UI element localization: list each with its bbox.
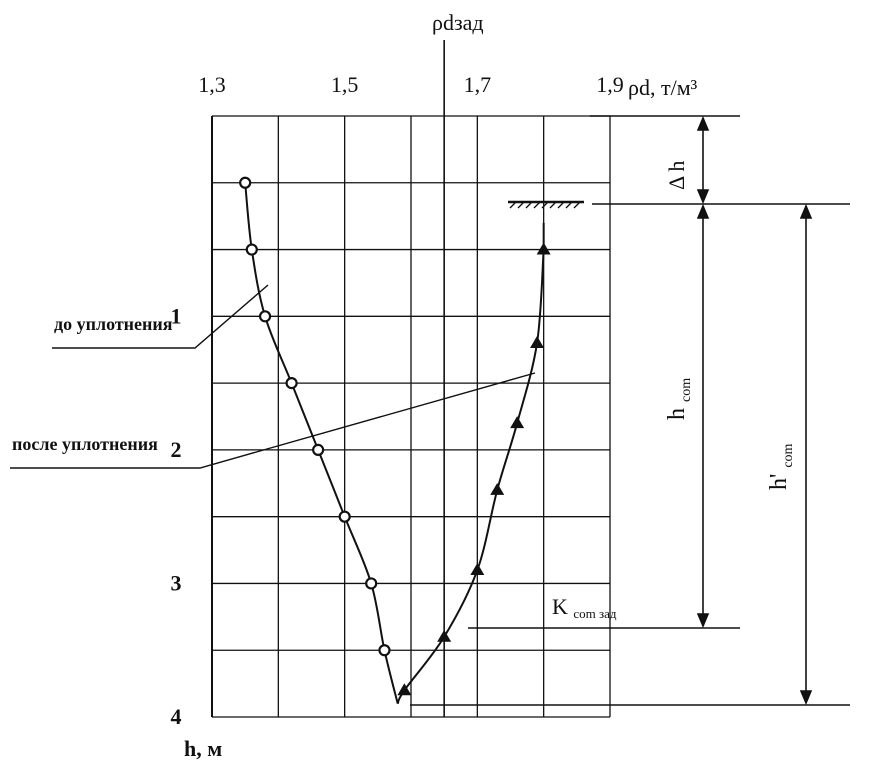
series-label-after: после уплотнения bbox=[12, 434, 158, 454]
point-before bbox=[258, 310, 272, 323]
x-tick-label: 1,3 bbox=[198, 72, 226, 97]
y-tick-labels: 1 2 3 4 bbox=[171, 303, 182, 729]
grid bbox=[211, 115, 611, 718]
level-lines bbox=[410, 115, 850, 706]
series-line-after-compaction bbox=[396, 222, 545, 705]
x-axis-label: ρd, т/м³ bbox=[628, 75, 698, 100]
x-tick-label: 1,7 bbox=[464, 72, 492, 97]
point-before bbox=[365, 577, 378, 590]
svg-text:h com: h com bbox=[664, 378, 694, 420]
k-com-sub: com зад bbox=[573, 606, 617, 621]
y-tick-label: 3 bbox=[171, 570, 182, 595]
point-after bbox=[510, 416, 525, 429]
point-after bbox=[490, 482, 505, 495]
y-tick-label: 4 bbox=[171, 704, 182, 729]
point-before bbox=[245, 243, 258, 256]
h-com-sub: com bbox=[679, 378, 694, 402]
point-after bbox=[437, 629, 452, 642]
h-prime-com-main: h' bbox=[766, 474, 792, 490]
k-com-main: K bbox=[552, 594, 568, 619]
x-tick-label: 1,5 bbox=[331, 72, 359, 97]
x-tick-label: 1,9 bbox=[596, 72, 624, 97]
k-com-label: K com зад bbox=[552, 594, 617, 621]
point-before bbox=[312, 443, 325, 456]
point-after bbox=[536, 242, 551, 255]
point-before bbox=[378, 644, 391, 657]
y-tick-label: 1 bbox=[171, 303, 182, 328]
series-label-leaders bbox=[10, 284, 536, 469]
point-after bbox=[470, 563, 485, 575]
h-com-main: h bbox=[664, 408, 690, 420]
x-tick-labels: 1,3 1,5 1,7 1,9 bbox=[198, 72, 624, 97]
h-prime-com-sub: com bbox=[781, 443, 796, 467]
h-com-label: h com bbox=[664, 378, 694, 420]
reference-density-label: ρdзад bbox=[432, 10, 484, 35]
series-line-before-compaction bbox=[244, 182, 399, 704]
markers-before-compaction bbox=[239, 176, 391, 657]
svg-text:Δ h: Δ h bbox=[664, 161, 689, 190]
ground-surface-symbol bbox=[508, 200, 584, 209]
dimension-arrows bbox=[696, 115, 813, 706]
h-prime-com-label: h' com bbox=[766, 443, 796, 490]
markers-after-compaction bbox=[397, 242, 551, 696]
y-tick-label: 2 bbox=[171, 437, 182, 462]
delta-h-label: Δ h bbox=[664, 161, 689, 190]
point-before bbox=[338, 510, 351, 523]
point-before bbox=[239, 176, 252, 189]
svg-text:h' com: h' com bbox=[766, 443, 796, 490]
series-label-before: до уплотнения bbox=[54, 314, 173, 334]
point-after bbox=[397, 683, 412, 696]
point-before bbox=[285, 377, 298, 390]
point-after bbox=[530, 336, 545, 348]
y-axis-label: h, м bbox=[184, 736, 222, 761]
